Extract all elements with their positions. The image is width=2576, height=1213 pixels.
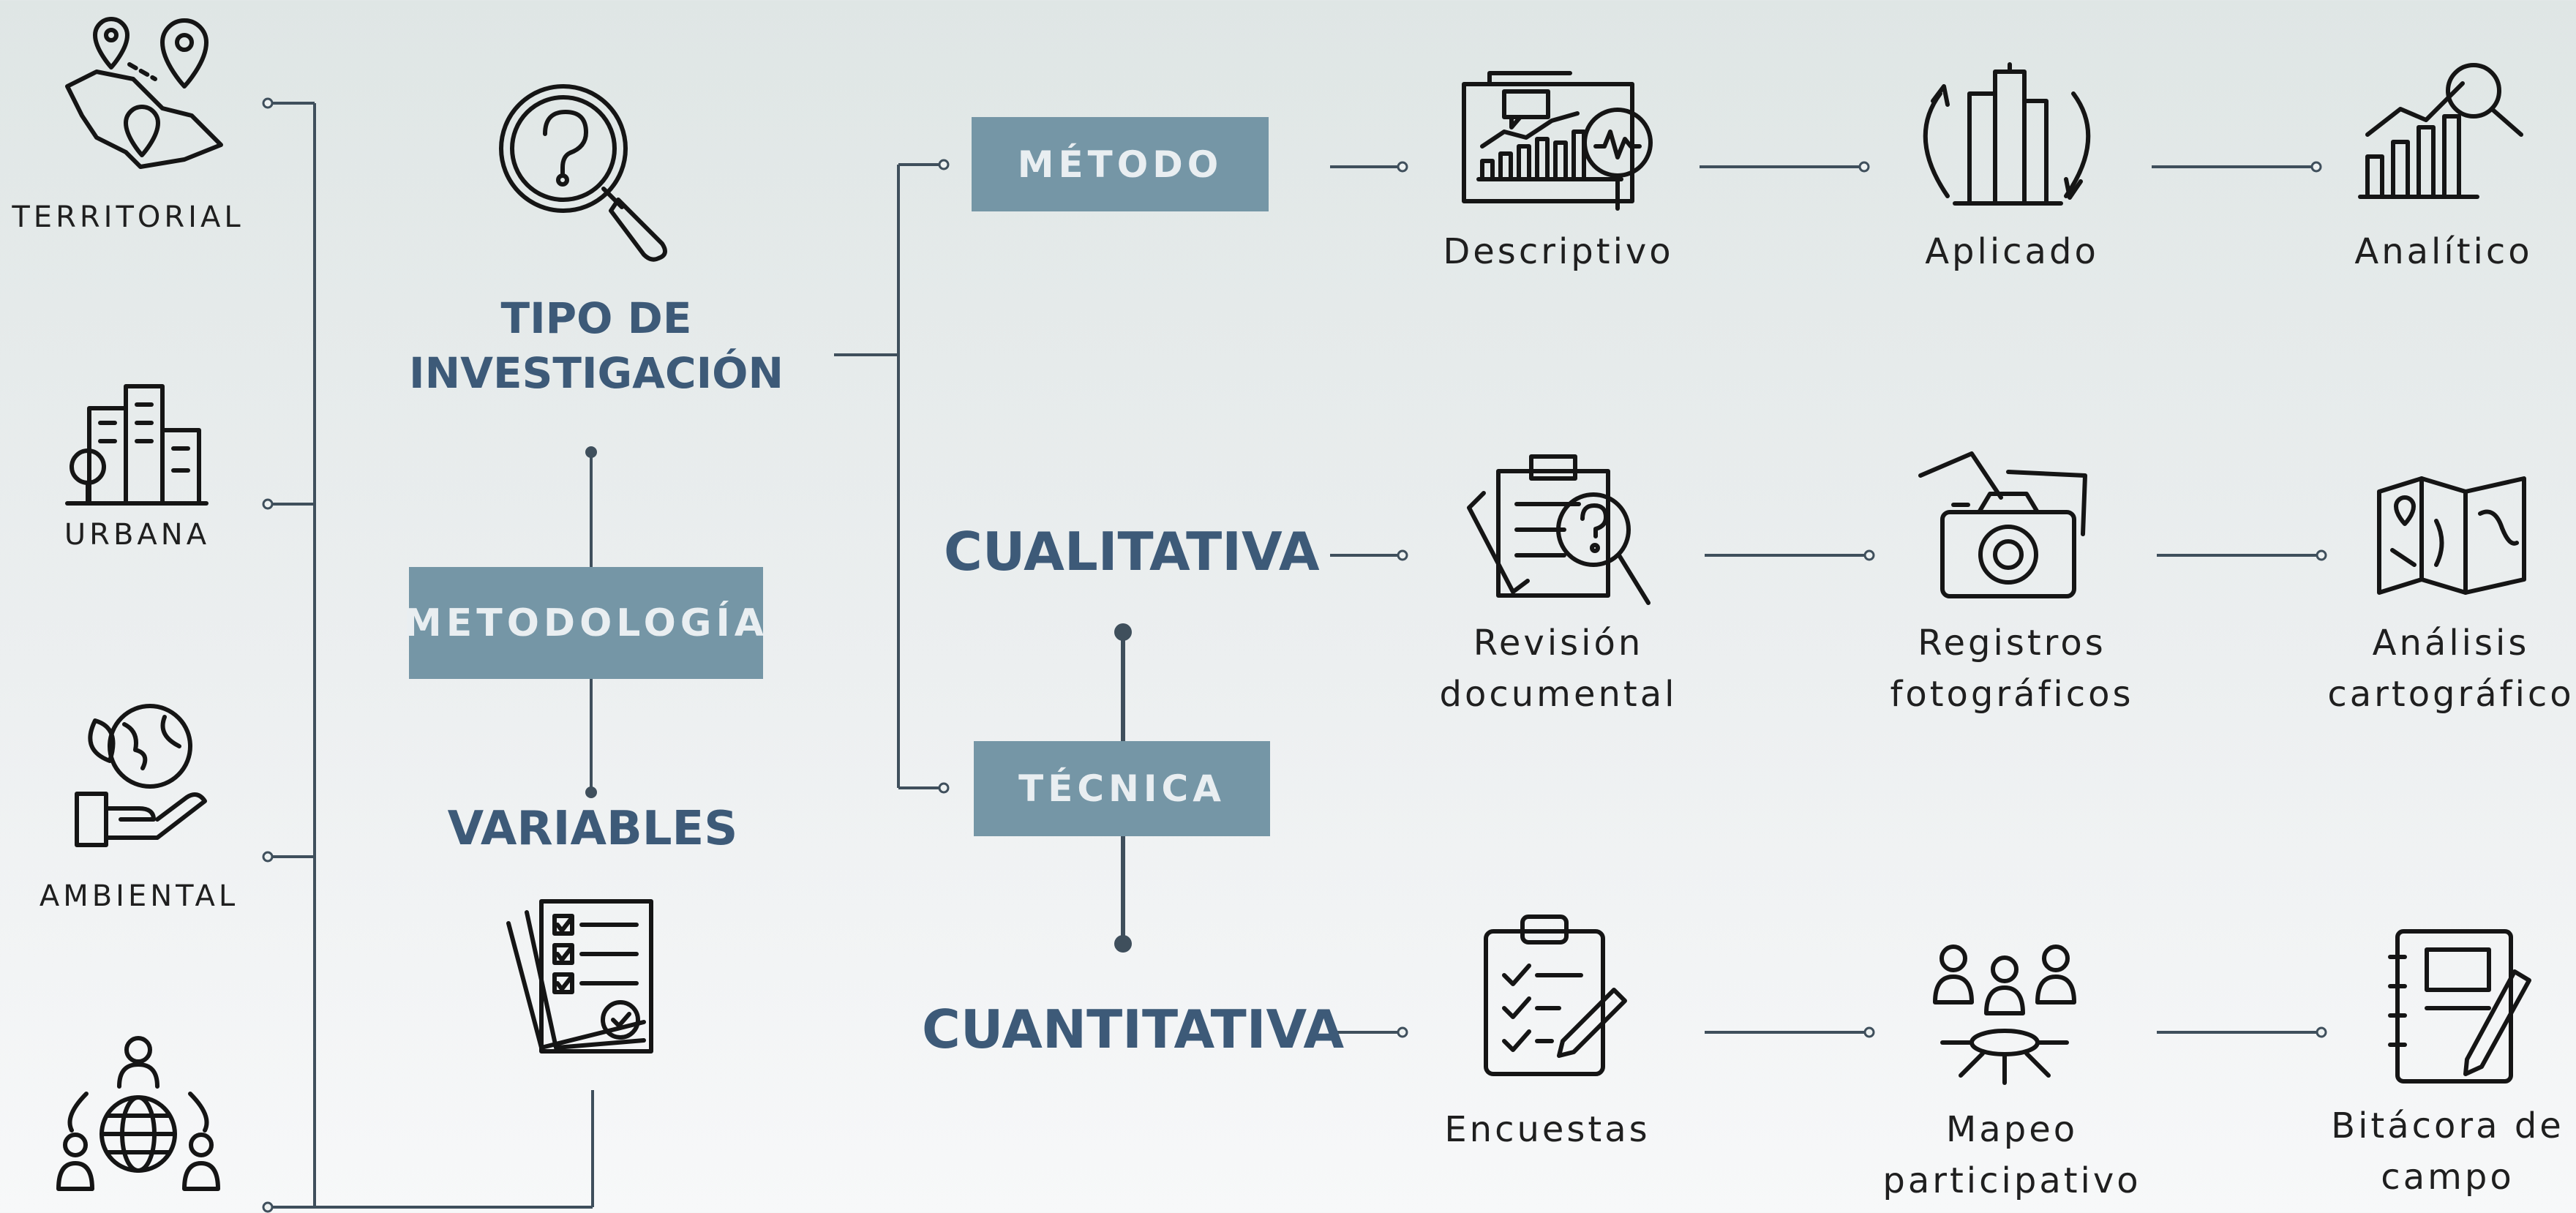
building-cycle-icon xyxy=(1911,62,2103,211)
metodologia-box: METODOLOGÍA xyxy=(404,567,764,679)
people-globe-icon xyxy=(56,1035,220,1198)
checklist-documents-icon xyxy=(497,894,673,1062)
camera-photos-icon xyxy=(1913,451,2089,600)
cuantitativa-heading: CUANTITATIVA xyxy=(922,999,1345,1060)
hand-globe-leaf-icon xyxy=(70,699,209,852)
tecnica-box: TÉCNICA xyxy=(974,741,1270,836)
analisis-cartografico-label: Análisis cartográfico xyxy=(2327,623,2575,715)
tipo-investigacion-heading: TIPO DE INVESTIGACIÓN xyxy=(408,293,784,399)
metodo-box: MÉTODO xyxy=(972,117,1269,211)
survey-clipboard-icon xyxy=(1482,913,1629,1077)
city-buildings-icon xyxy=(65,379,209,506)
category-ambiental-label: AMBIENTAL xyxy=(39,879,239,913)
revision-documental-label: Revisión documental xyxy=(1439,623,1678,715)
growth-chart-magnifier-icon xyxy=(2358,61,2526,200)
chart-report-icon xyxy=(1460,71,1661,212)
folded-map-icon xyxy=(2377,476,2528,595)
registros-fotograficos-label: Registros fotográficos xyxy=(1890,623,2134,715)
encuestas-label: Encuestas xyxy=(1444,1109,1651,1150)
bitacora-de-campo-label: Bitácora de campo xyxy=(2331,1105,2564,1198)
category-territorial-label: TERRITORIAL xyxy=(12,200,244,234)
mapeo-participativo-label: Mapeo participativo xyxy=(1882,1109,2141,1201)
category-urbana-label: URBANA xyxy=(64,518,211,552)
map-pins-icon xyxy=(53,17,228,181)
notebook-pen-icon xyxy=(2387,928,2531,1084)
clipboard-magnifier-icon xyxy=(1467,449,1656,614)
variables-heading: VARIABLES xyxy=(447,802,738,856)
participatory-people-icon xyxy=(1931,944,2078,1087)
cualitativa-heading: CUALITATIVA xyxy=(944,521,1320,582)
analitico-label: Analítico xyxy=(2354,231,2533,272)
aplicado-label: Aplicado xyxy=(1925,231,2099,272)
descriptivo-label: Descriptivo xyxy=(1443,231,1674,272)
magnifier-question-icon xyxy=(494,79,677,262)
